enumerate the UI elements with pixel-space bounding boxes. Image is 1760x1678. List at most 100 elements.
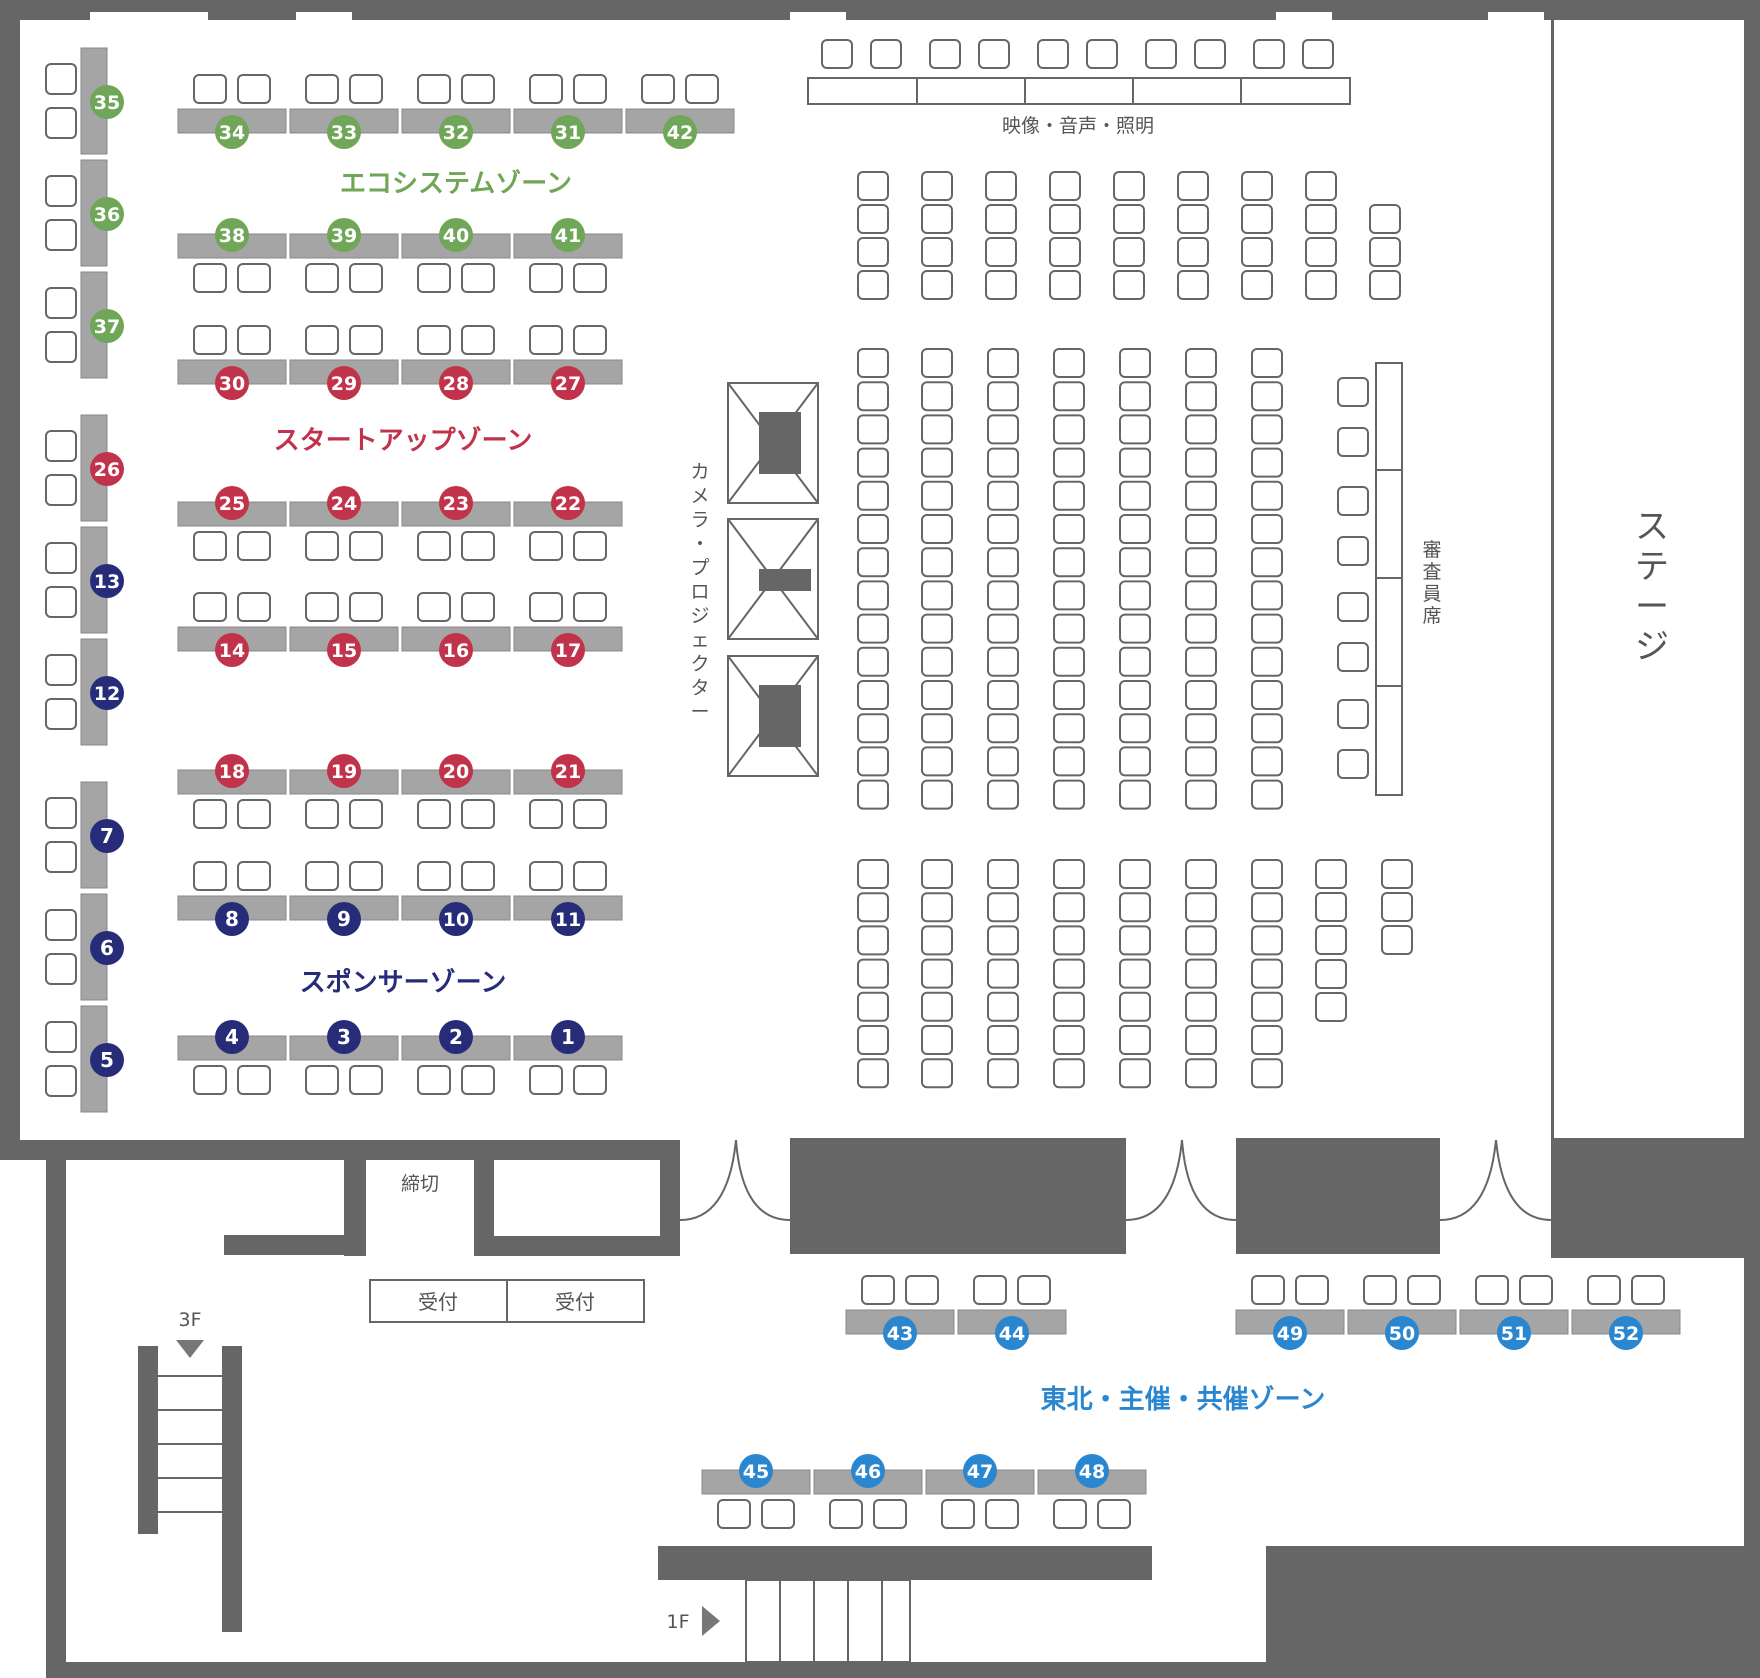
chair: [1053, 958, 1085, 989]
chair: [921, 547, 953, 578]
booth-number-badge: 23: [439, 486, 473, 520]
chair: [1251, 859, 1283, 889]
booth-number-badge: 5: [90, 1043, 124, 1077]
camera-projector-label: カメラ・プロジェクター: [690, 461, 709, 723]
zone-label-sponsor: スポンサーゾーン: [300, 967, 507, 998]
chair: [1251, 447, 1283, 478]
booth-chair: [861, 1275, 895, 1305]
booth-number: 48: [1079, 1461, 1105, 1483]
booth-chair: [905, 1275, 939, 1305]
chair: [1251, 892, 1283, 923]
booth-chair: [305, 1065, 339, 1095]
chair: [921, 779, 953, 810]
chair: [1185, 480, 1217, 511]
booth-chair: [193, 263, 227, 293]
chair: [1119, 779, 1151, 810]
booth-number: 36: [94, 204, 120, 226]
chair: [921, 514, 953, 544]
booth-number: 20: [443, 761, 469, 783]
chair: [1177, 237, 1209, 267]
chair: [1241, 171, 1273, 201]
chair: [1381, 925, 1413, 955]
chair: [921, 1058, 953, 1089]
chair: [1185, 991, 1217, 1022]
chair: [1305, 204, 1337, 234]
booth-chair: [45, 219, 77, 251]
chair: [1053, 348, 1085, 378]
booth-number: 29: [331, 373, 357, 395]
chair: [1119, 447, 1151, 478]
booth-chair: [1407, 1275, 1441, 1305]
booth-number: 8: [225, 907, 239, 931]
booth-number: 1: [561, 1025, 575, 1049]
booth-chair: [573, 263, 607, 293]
booth-number-badge: 41: [551, 218, 585, 252]
chair: [1185, 646, 1217, 677]
chair: [987, 958, 1019, 989]
chair: [857, 204, 889, 234]
booth-chair: [45, 331, 77, 363]
chair: [857, 713, 889, 744]
chair: [1119, 547, 1151, 578]
chair: [821, 39, 853, 69]
chair: [1251, 713, 1283, 744]
chair: [1337, 536, 1369, 566]
booth-chair: [237, 1065, 271, 1095]
chair: [1119, 892, 1151, 923]
booth-number-badge: 28: [439, 366, 473, 400]
reception-label-1: 受付: [418, 1290, 458, 1314]
chair: [921, 859, 953, 889]
booth-number-badge: 42: [663, 115, 697, 149]
booth-number: 41: [555, 225, 581, 247]
booth-number-badge: 45: [739, 1454, 773, 1488]
chair: [1185, 713, 1217, 744]
chair: [1119, 514, 1151, 544]
chair: [987, 547, 1019, 578]
booth-number-badge: 40: [439, 218, 473, 252]
chair: [1119, 1058, 1151, 1089]
zone-label-startup: スタートアップゾーン: [274, 425, 533, 456]
booth-chair: [45, 542, 77, 574]
booth-number-badge: 30: [215, 366, 249, 400]
chair: [857, 447, 889, 478]
booth-number-badge: 52: [1609, 1316, 1643, 1350]
booth-number: 12: [94, 683, 120, 705]
booth-number-badge: 34: [215, 115, 249, 149]
chair: [921, 204, 953, 234]
booth-chair: [237, 799, 271, 829]
booth-chair: [461, 74, 495, 104]
chair: [1119, 991, 1151, 1022]
booth-number-badge: 10: [439, 902, 473, 936]
chair: [1251, 779, 1283, 810]
chair: [1119, 746, 1151, 777]
chair: [1337, 749, 1369, 779]
chair: [1251, 514, 1283, 544]
chair: [1119, 713, 1151, 744]
chair: [987, 713, 1019, 744]
chair: [921, 414, 953, 445]
booth-number: 19: [331, 761, 357, 783]
chair: [987, 580, 1019, 611]
chair: [1305, 237, 1337, 267]
chair: [857, 680, 889, 710]
booth-chair: [193, 861, 227, 891]
booth-chair: [641, 74, 675, 104]
chair: [1119, 414, 1151, 445]
down-arrow-icon: [176, 1340, 204, 1358]
booth-chair: [45, 287, 77, 319]
chair: [1185, 514, 1217, 544]
chair: [1053, 859, 1085, 889]
chair: [987, 680, 1019, 710]
booth-chair: [461, 592, 495, 622]
booth-number-badge: 32: [439, 115, 473, 149]
chair: [987, 414, 1019, 445]
chair: [987, 480, 1019, 511]
booth-number: 44: [999, 1323, 1025, 1345]
chair: [978, 39, 1010, 69]
booth-chair: [461, 1065, 495, 1095]
booth-number: 6: [100, 936, 114, 960]
booth-number-badge: 48: [1075, 1454, 1109, 1488]
booth-number-badge: 8: [215, 902, 249, 936]
booth-number-badge: 20: [439, 754, 473, 788]
booth-chair: [349, 861, 383, 891]
